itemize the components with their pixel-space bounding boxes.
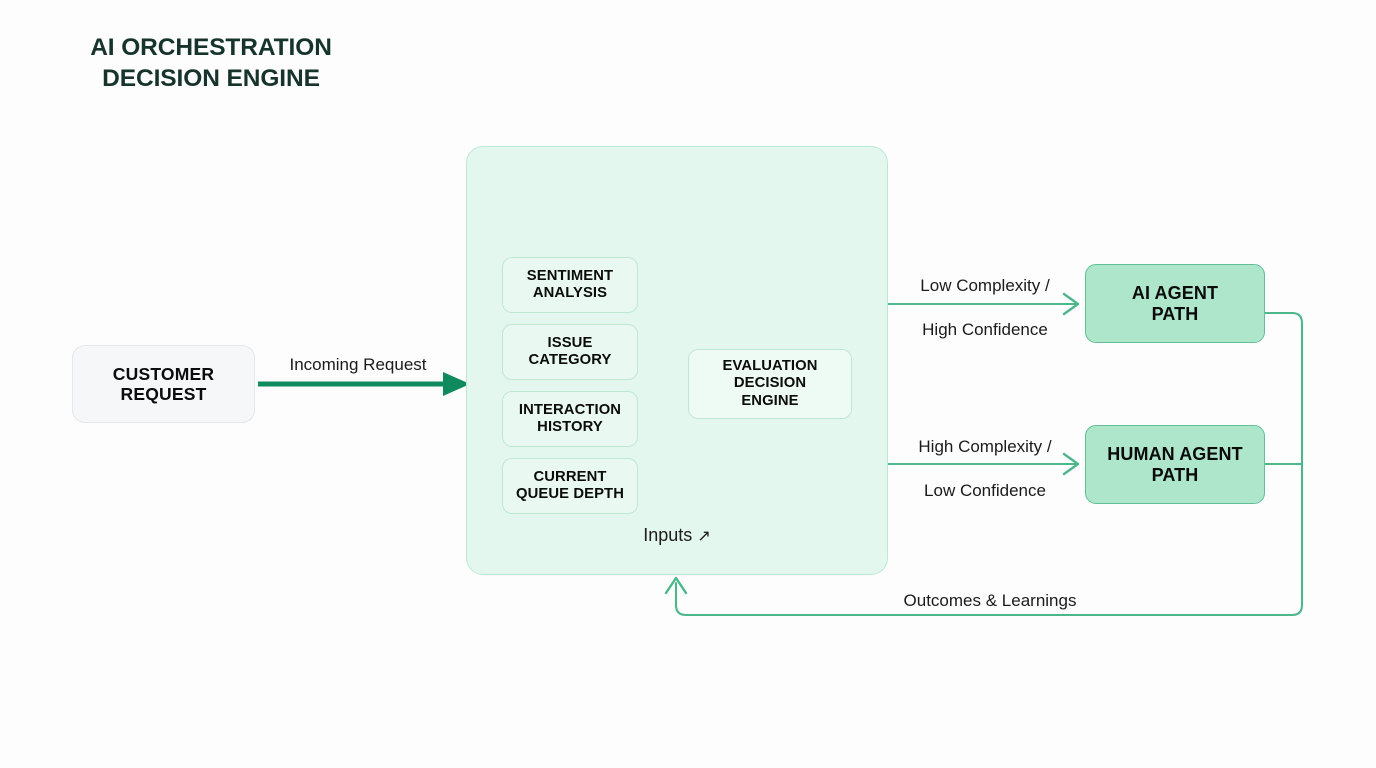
- edge-label-incoming-request: Incoming Request: [289, 355, 427, 374]
- input-chip-label: SENTIMENT ANALYSIS: [526, 267, 614, 301]
- human-agent-path-node: HUMAN AGENT PATH: [1085, 425, 1265, 504]
- edge-label-outcomes-and-learnings: Outcomes & Learnings: [903, 591, 1077, 610]
- input-chip-sentiment-analysis: SENTIMENT ANALYSIS: [502, 257, 638, 313]
- inputs-caption-text: Inputs: [643, 525, 693, 545]
- evaluation-decision-engine-node: EVALUATION DECISION ENGINE: [688, 349, 852, 419]
- evaluation-decision-engine-label: EVALUATION DECISION ENGINE: [722, 358, 818, 409]
- arrow-up-right-icon: ↗: [697, 528, 711, 545]
- customer-request-label: CUSTOMER REQUEST: [112, 363, 215, 404]
- input-chip-current-queue-depth: CURRENT QUEUE DEPTH: [502, 458, 638, 514]
- input-chip-label: ISSUE CATEGORY: [528, 334, 612, 368]
- page-title: AI ORCHESTRATION DECISION ENGINE: [90, 34, 332, 93]
- input-chip-label: CURRENT QUEUE DEPTH: [516, 468, 624, 502]
- input-chip-issue-category: ISSUE CATEGORY: [502, 324, 638, 380]
- input-chip-interaction-history: INTERACTION HISTORY: [502, 391, 638, 447]
- human-agent-path-label: HUMAN AGENT PATH: [1107, 443, 1243, 485]
- customer-request-node: CUSTOMER REQUEST: [72, 345, 255, 423]
- ai-agent-path-node: AI AGENT PATH: [1085, 264, 1265, 343]
- edge-label-low-complexity-high-confidence: Low Complexity / High Confidence: [920, 276, 1050, 340]
- ai-agent-path-label: AI AGENT PATH: [1131, 282, 1219, 324]
- input-chip-label: INTERACTION HISTORY: [518, 401, 622, 435]
- inputs-caption: Inputs ↗: [466, 525, 888, 546]
- edge-label-high-complexity-low-confidence: High Complexity / Low Confidence: [918, 437, 1052, 501]
